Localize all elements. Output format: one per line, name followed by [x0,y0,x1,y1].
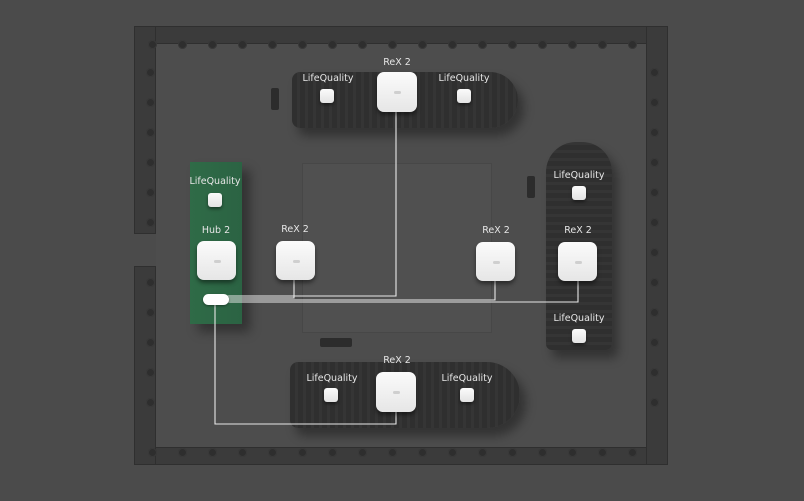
wall-stud [178,40,187,49]
wall-stud [358,40,367,49]
wall-stud [146,188,155,197]
wall-bottom [134,447,668,465]
device-label: Hub 2 [201,225,231,236]
wall-stud [328,40,337,49]
lifequality-sensor[interactable] [208,193,222,207]
wall-stud [208,40,217,49]
lifequality-sensor[interactable] [572,186,586,200]
wall-stud [418,448,427,457]
wall-stud [388,40,397,49]
device-label: LifeQuality [553,313,605,324]
wall-stud [508,448,517,457]
wall-stud [146,128,155,137]
rex-repeater[interactable] [377,72,417,112]
wall-stud [650,308,659,317]
hub-device[interactable] [197,241,236,280]
wall-stud [298,40,307,49]
wall-stud [146,308,155,317]
equipment-block [271,88,279,110]
wall-stud [650,128,659,137]
wall-stud [358,448,367,457]
wall-stud [146,158,155,167]
wall-stud [448,40,457,49]
wall-stud [650,158,659,167]
wire-hub-to-left-rex [222,278,295,299]
wall-stud [268,40,277,49]
wall-stud [650,398,659,407]
lifequality-sensor[interactable] [320,89,334,103]
wall-stud [208,448,217,457]
wall-stud [148,448,157,457]
wire-hub-to-top-rex [222,108,397,297]
lifequality-sensor[interactable] [460,388,474,402]
wall-stud [650,278,659,287]
device-label: ReX 2 [564,225,592,236]
wall-stud [388,448,397,457]
wall-stud [598,448,607,457]
rex-repeater[interactable] [276,241,315,280]
device-label: LifeQuality [438,73,490,84]
lifequality-sensor[interactable] [324,388,338,402]
wall-stud [650,368,659,377]
wall-stud [146,278,155,287]
wall-stud [650,218,659,227]
wire-hub-to-bottom-rex [214,305,397,425]
wall-stud [538,40,547,49]
device-label: ReX 2 [383,355,411,366]
wall-stud [568,448,577,457]
device-label: LifeQuality [553,170,605,181]
wall-stud [650,188,659,197]
device-label: LifeQuality [189,176,241,187]
lifequality-sensor[interactable] [457,89,471,103]
wall-stud [478,448,487,457]
wall-stud [650,248,659,257]
wall-stud [598,40,607,49]
rex-repeater[interactable] [376,372,416,412]
wall-stud [478,40,487,49]
equipment-block [320,338,352,347]
hub-connector [203,294,229,305]
wall-stud [650,338,659,347]
wall-stud [568,40,577,49]
wall-stud [238,448,247,457]
device-label: LifeQuality [306,373,358,384]
wall-left-upper [134,26,156,234]
wall-stud [268,448,277,457]
wall-stud [628,448,637,457]
wall-stud [628,40,637,49]
device-label: LifeQuality [302,73,354,84]
rex-repeater[interactable] [558,242,597,281]
wall-stud [538,448,547,457]
wire-hub-to-center-rex [222,280,496,301]
wall-stud [146,98,155,107]
wall-stud [328,448,337,457]
rex-repeater[interactable] [476,242,515,281]
device-label: LifeQuality [441,373,493,384]
wall-stud [148,40,157,49]
wall-stud [650,68,659,77]
equipment-block [527,176,535,198]
device-label: ReX 2 [281,224,309,235]
wall-stud [418,40,427,49]
device-label: ReX 2 [482,225,510,236]
wall-stud [298,448,307,457]
wire-hub-to-right-rex [222,280,579,303]
wall-stud [508,40,517,49]
wall-stud [146,398,155,407]
wall-stud [146,368,155,377]
wall-stud [178,448,187,457]
lifequality-sensor[interactable] [572,329,586,343]
wall-top [134,26,668,44]
wall-stud [146,338,155,347]
device-label: ReX 2 [383,57,411,68]
wall-stud [650,98,659,107]
wall-stud [238,40,247,49]
wall-stud [448,448,457,457]
wall-stud [146,218,155,227]
wall-stud [146,68,155,77]
floor-marking [302,163,492,333]
